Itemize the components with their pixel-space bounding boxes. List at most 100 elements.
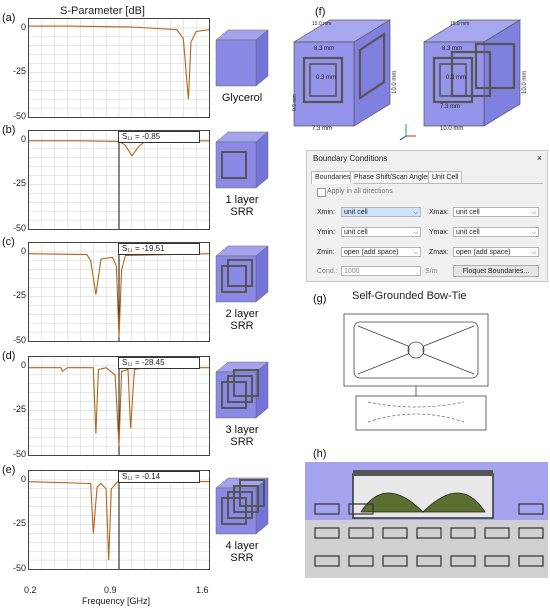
chevron-down-icon: ⌵: [531, 250, 536, 256]
x-tick-label: 0.2: [24, 585, 37, 595]
panel-f-letter: (f): [315, 6, 326, 18]
ymin-select[interactable]: unit cell ⌵: [341, 227, 421, 237]
ymin-value: unit cell: [344, 229, 368, 236]
apply-all-checkbox[interactable]: [317, 188, 326, 197]
y-tick-label: -50: [12, 449, 26, 459]
tab-phase-shift[interactable]: Phase Shift/Scan Angles: [350, 171, 435, 183]
xmin-select[interactable]: unit cell⌵: [341, 207, 421, 217]
unit-cell-label-line2: SRR: [230, 436, 254, 448]
zmax-select[interactable]: open (add space) ⌵: [453, 247, 539, 257]
panel-letter: (b): [2, 124, 16, 136]
ymin-label: Ymin:: [317, 229, 335, 236]
dim-label: 7.3 mm: [312, 126, 332, 132]
array-unit-cell: [314, 555, 340, 567]
array-unit-cell: [484, 527, 510, 539]
unit-cell-cube: [215, 131, 269, 189]
s11-annotation: S₁₁ = -0.85: [118, 131, 200, 143]
s11-plot: [28, 356, 210, 456]
chevron-down-icon: ⌵: [413, 230, 418, 236]
boundary-conditions-dialog: Boundary Conditions × Boundaries Phase S…: [306, 150, 548, 282]
cond-unit: S/m: [425, 268, 438, 275]
panel-letter: (a): [2, 12, 16, 24]
xmin-label: Xmin:: [317, 209, 335, 216]
s11-curve: [29, 25, 209, 100]
y-tick-label: -50: [12, 223, 26, 233]
array-unit-cell: [484, 555, 510, 567]
chevron-down-icon: ⌵: [531, 210, 536, 216]
stacked-srr-cell: [422, 19, 522, 127]
dim-label: 10.0 mm: [392, 71, 398, 94]
unit-cell-label-line1: 1 layer: [225, 194, 259, 206]
array-unit-cell: [382, 527, 408, 539]
cond-label: Cond.:: [317, 268, 338, 275]
zmax-value: open (add space): [456, 249, 511, 256]
s11-curve: [29, 367, 209, 447]
panel-letter: (c): [2, 236, 15, 248]
cond-input[interactable]: 1000: [341, 266, 421, 276]
unit-cell-cube: [215, 29, 269, 87]
array-simulation-view: [305, 462, 548, 578]
panel-letter: (e): [2, 464, 16, 476]
chevron-down-icon: ⌵: [413, 250, 418, 256]
zmin-select[interactable]: open (add space)⌵: [341, 247, 421, 257]
xmax-value: unit cell: [456, 209, 480, 216]
unit-cell-label-line1: 2 layer: [225, 308, 259, 320]
s11-plot: [28, 470, 210, 570]
unit-cell-label-line1: 4 layer: [225, 540, 259, 552]
array-unit-cell: [450, 555, 476, 567]
ymax-value: unit cell: [456, 229, 480, 236]
bow-tie-drawing: [343, 313, 489, 431]
y-tick-label: -25: [12, 518, 26, 529]
unit-cell-cube: [215, 361, 269, 419]
dialog-tabs: Boundaries Phase Shift/Scan Angles Unit …: [311, 171, 543, 184]
dialog-title: Boundary Conditions: [313, 154, 388, 163]
unit-cell-cube: [215, 245, 269, 303]
y-tick-label: 0: [20, 245, 26, 256]
y-tick-label: -25: [12, 290, 26, 301]
x-axis-label: Frequency [GHz]: [82, 596, 151, 606]
dim-label: 0.3 mm: [446, 75, 466, 81]
chevron-down-icon: ⌵: [531, 230, 536, 236]
tab-boundaries[interactable]: Boundaries: [311, 171, 355, 184]
dim-label: 10.0 mm: [440, 126, 463, 132]
tab-unit-cell[interactable]: Unit Cell: [428, 171, 463, 183]
xmax-label: Xmax:: [429, 209, 449, 216]
floquet-boundaries-button[interactable]: Floquet Boundaries...: [453, 265, 539, 277]
array-unit-cell: [450, 527, 476, 539]
unit-cell-label-line2: SRR: [230, 320, 254, 332]
dim-label: 8.3 mm: [314, 46, 334, 52]
y-tick-label: 0: [20, 359, 26, 370]
array-unit-cell: [348, 503, 374, 515]
y-tick-label: -50: [12, 111, 26, 121]
ymax-label: Ymax:: [429, 229, 449, 236]
chevron-down-icon: ⌵: [413, 210, 418, 216]
chart-title: S-Parameter [dB]: [60, 5, 145, 17]
array-unit-cell: [382, 555, 408, 567]
dim-label: 15.0 mm: [312, 21, 331, 27]
unit-cell-array: [314, 503, 544, 567]
unit-cell-label-line2: SRR: [230, 552, 254, 564]
dim-label: 0.9 mm: [292, 94, 298, 111]
panel-g-letter: (g): [313, 293, 327, 305]
cond-value: 1000: [344, 268, 360, 275]
unit-cell-cube: [215, 477, 269, 535]
array-unit-cell: [416, 555, 442, 567]
zmax-label: Zmax:: [429, 249, 449, 256]
s11-curve: [29, 479, 209, 561]
xmax-select[interactable]: unit cell ⌵: [453, 207, 539, 217]
y-tick-label: -50: [12, 335, 26, 345]
close-icon[interactable]: ×: [536, 153, 542, 163]
array-unit-cell: [518, 503, 544, 515]
array-unit-cell: [314, 527, 340, 539]
array-unit-cell: [348, 527, 374, 539]
s11-annotation: S₁₁ = -0.14: [118, 471, 200, 483]
y-tick-label: -25: [12, 404, 26, 415]
dim-label: 10.0 mm: [522, 71, 528, 94]
apply-all-label: Apply in all directions: [327, 188, 393, 195]
y-tick-label: -50: [12, 563, 26, 573]
x-tick-label: 1.6: [196, 585, 209, 595]
ymax-select[interactable]: unit cell ⌵: [453, 227, 539, 237]
dim-label: 7.3 mm: [440, 104, 460, 110]
